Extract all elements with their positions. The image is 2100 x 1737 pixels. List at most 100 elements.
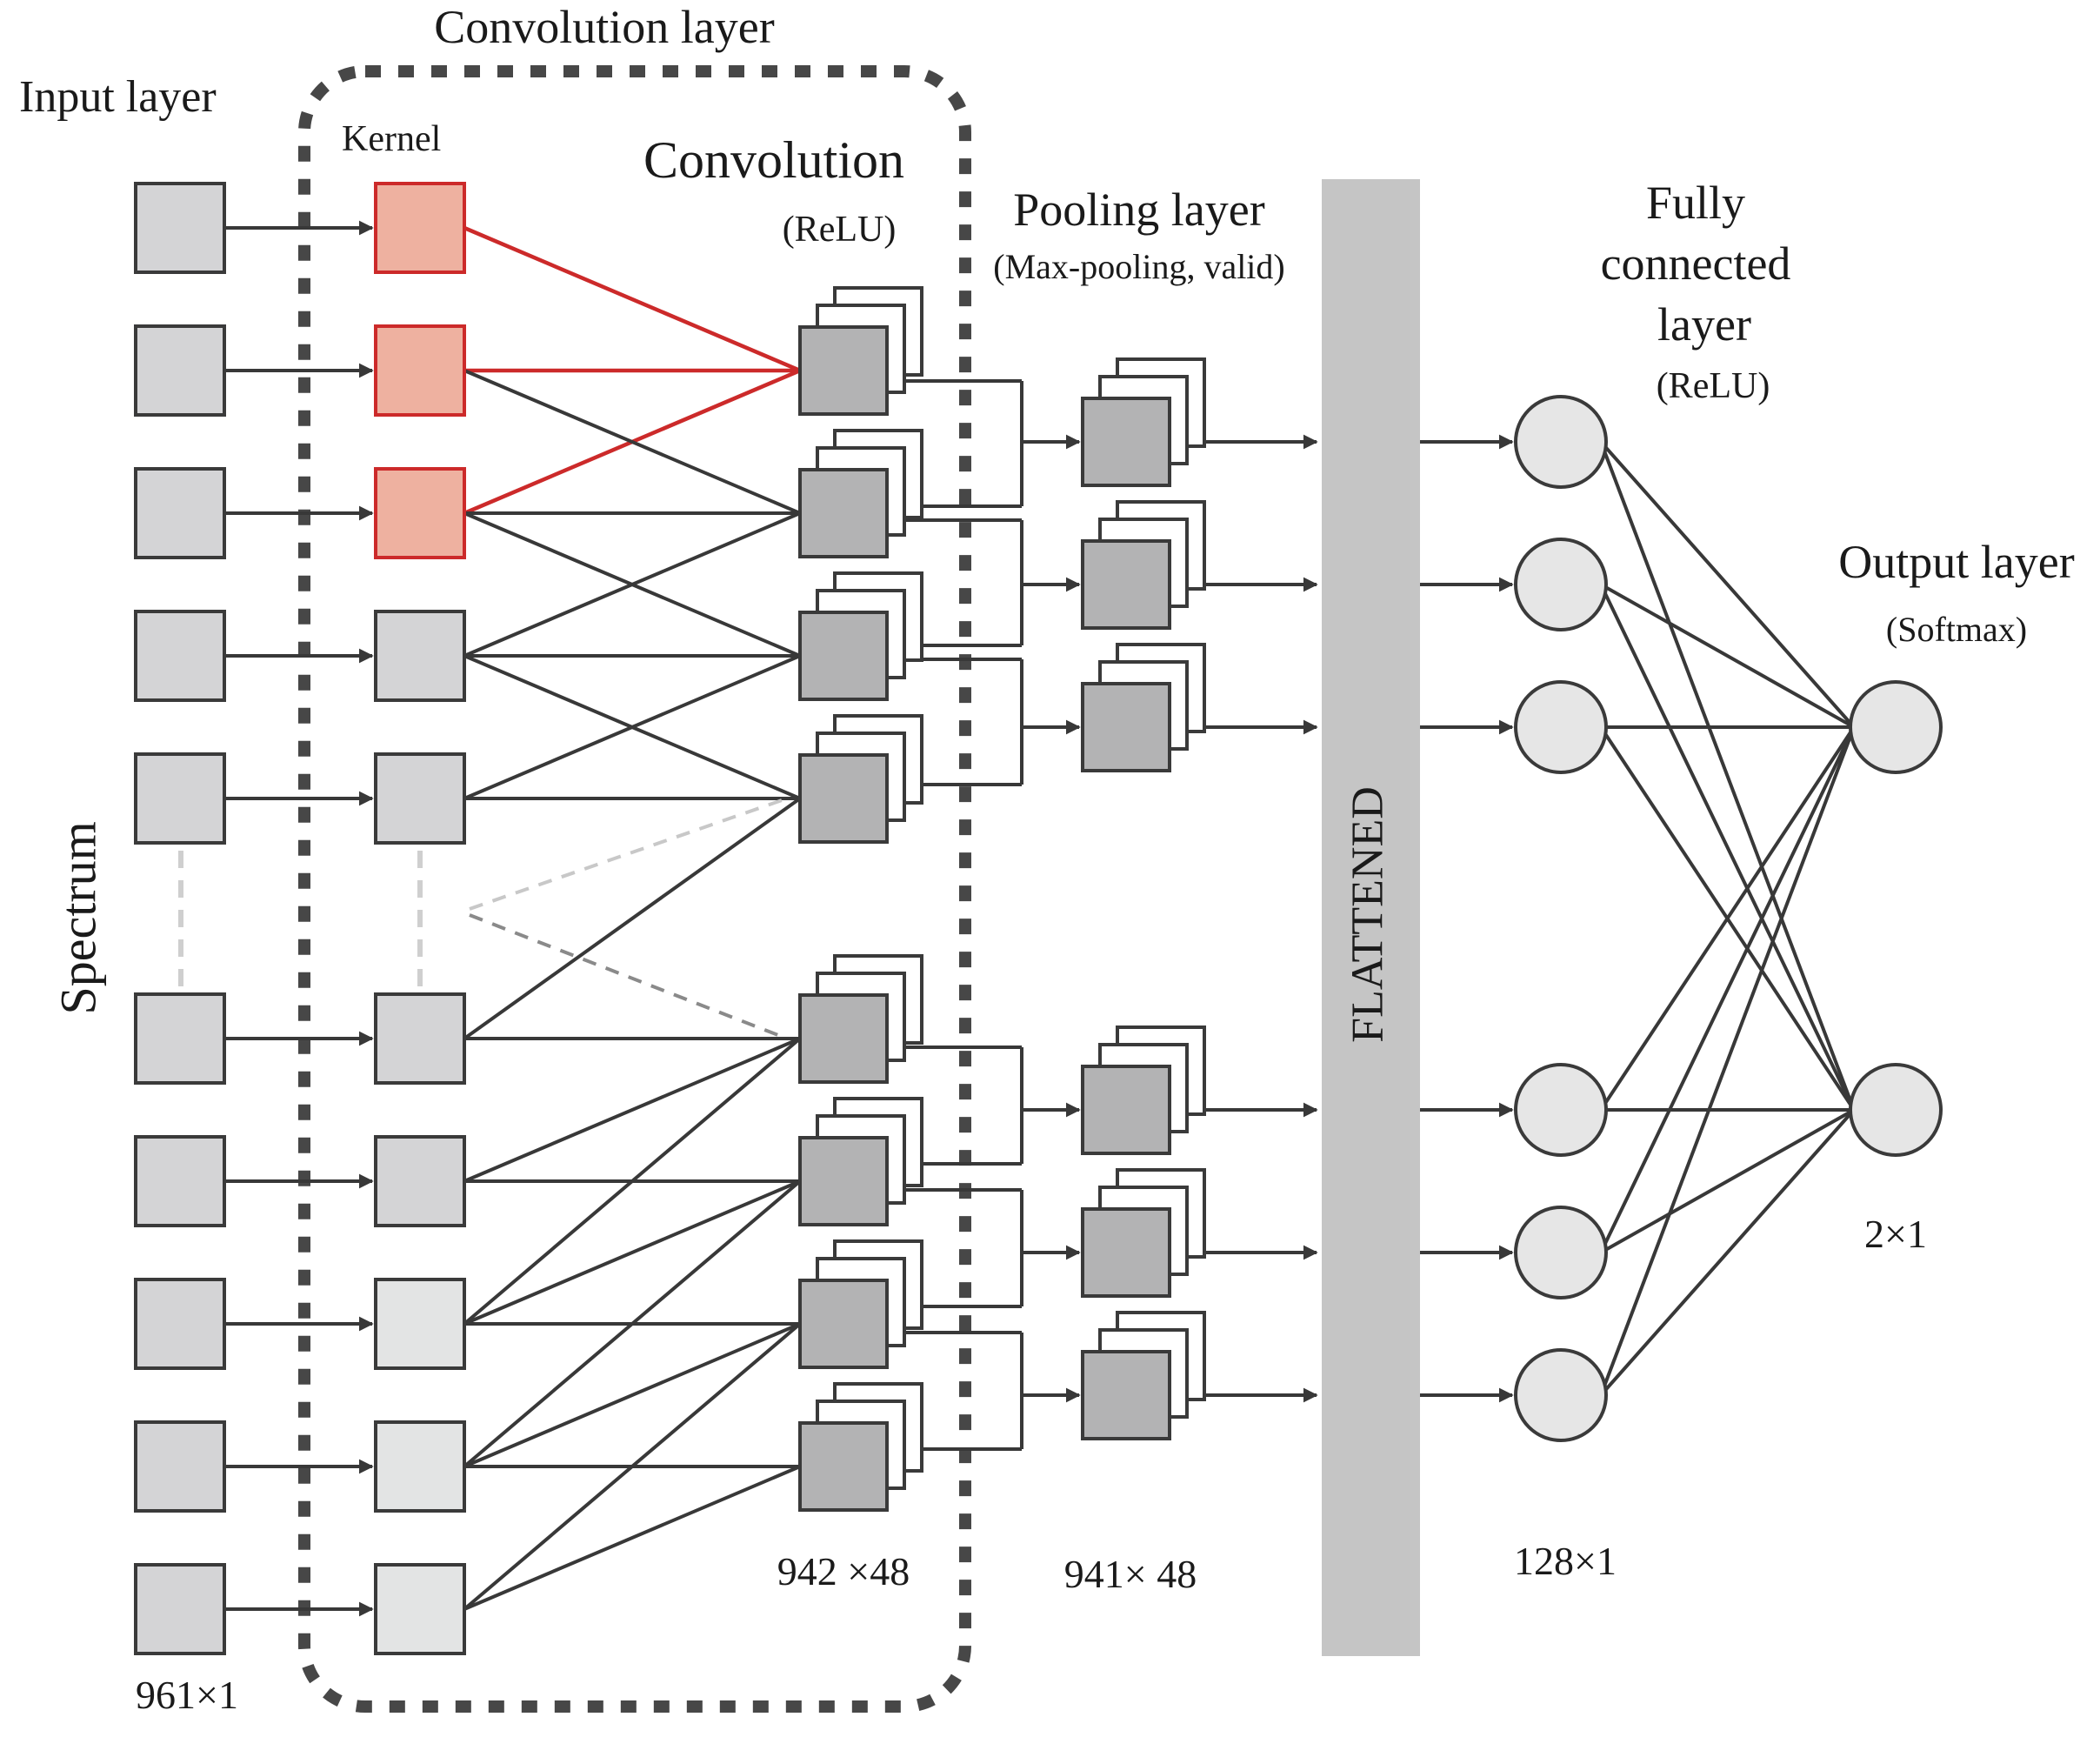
kernel-to-conv-connection	[463, 1322, 801, 1468]
input-node	[134, 752, 226, 845]
pooling-detail-label: (Max-pooling, valid)	[993, 247, 1285, 286]
feature-map-front	[798, 1136, 889, 1226]
kernel-node-highlighted	[374, 324, 466, 417]
pooling-feature-map	[1081, 643, 1206, 772]
ellipsis-connection-dashed	[469, 913, 788, 1040]
pooling-feature-map	[1081, 357, 1206, 487]
connections-layer	[224, 220, 1856, 1617]
kernel-node-highlighted	[374, 467, 466, 559]
convolution-dimension-label: 942 ×48	[777, 1549, 910, 1593]
ellipsis-connection-dashed	[469, 797, 788, 911]
kernel-to-conv-connection	[463, 1465, 801, 1611]
dense-to-output-connection	[1599, 726, 1856, 1396]
input-node	[134, 1420, 226, 1513]
fully-connected-title-line2: connected	[1600, 237, 1791, 290]
convolution-feature-map	[798, 571, 923, 701]
input-node	[134, 992, 226, 1085]
fully-connected-title-line3: layer	[1657, 298, 1751, 351]
fully-connected-dimension-label: 128×1	[1514, 1539, 1617, 1583]
convolution-layer-title: Convolution layer	[434, 1, 775, 53]
convolution-title: Convolution	[643, 131, 905, 189]
fully-connected-node	[1514, 1063, 1608, 1157]
input-node	[134, 1135, 226, 1227]
convolution-feature-map	[798, 1097, 923, 1226]
pooling-feature-map	[1081, 1168, 1206, 1298]
convolution-feature-map	[798, 1239, 923, 1369]
input-node	[134, 1278, 226, 1370]
feature-map-front	[1081, 1065, 1171, 1155]
background-layer	[178, 65, 1420, 1713]
fully-connected-node	[1514, 1348, 1608, 1442]
fully-connected-activation-label: (ReLU)	[1656, 366, 1770, 406]
convolution-feature-map	[798, 286, 923, 416]
spectrum-label: Spectrum	[50, 821, 107, 1015]
pooling-feature-map	[1081, 1311, 1206, 1440]
convolution-feature-map	[798, 954, 923, 1084]
kernel-node	[374, 1135, 466, 1227]
feature-map-front	[798, 993, 889, 1084]
fully-connected-node	[1514, 395, 1608, 489]
pooling-feature-map	[1081, 500, 1206, 630]
flattened-label: FLATTENED	[1343, 786, 1393, 1043]
input-layer-title: Input layer	[19, 72, 217, 122]
feature-map-front	[798, 1279, 889, 1369]
dense-to-output-connection	[1599, 440, 1856, 729]
kernel-to-conv-connection	[463, 654, 801, 800]
dense-to-output-connection	[1600, 583, 1855, 729]
output-node	[1849, 1063, 1943, 1157]
kernel-node	[374, 752, 466, 845]
feature-map-front	[1081, 1207, 1171, 1298]
kernel-to-conv-connection	[463, 369, 801, 515]
kernel-node	[374, 1420, 466, 1513]
dense-to-output-connection	[1599, 584, 1856, 1111]
convolution-feature-map	[798, 1382, 923, 1512]
fully-connected-node	[1514, 538, 1608, 631]
flatten-bar	[1322, 179, 1420, 1656]
dense-to-output-connection	[1599, 441, 1856, 1111]
convolution-feature-map	[798, 714, 923, 844]
dense-to-output-connection	[1599, 726, 1856, 1253]
input-node	[134, 610, 226, 702]
kernel-to-conv-connection	[463, 511, 801, 658]
feature-map-front	[1081, 397, 1171, 487]
pooling-feature-map	[1081, 1025, 1206, 1155]
kernel-to-conv-connection	[463, 1179, 801, 1326]
fully-connected-title-line1: Fully	[1645, 177, 1746, 229]
feature-map-front	[1081, 1350, 1171, 1440]
kernel-to-conv-connection	[463, 1037, 801, 1183]
dense-to-output-connection	[1599, 725, 1856, 1112]
kernel-to-conv-connection	[463, 797, 802, 1040]
input-node	[134, 182, 226, 274]
feature-map-front	[798, 468, 889, 558]
feature-map-front	[798, 753, 889, 844]
feature-map-front	[798, 611, 889, 701]
kernel-node	[374, 1563, 466, 1655]
dense-to-output-connection	[1600, 1108, 1855, 1254]
kernel-highlight-connection	[463, 225, 801, 373]
kernel-node	[374, 610, 466, 702]
kernel-node	[374, 1278, 466, 1370]
feature-map-front	[1081, 539, 1171, 630]
output-activation-label: (Softmax)	[1885, 610, 2028, 649]
feature-map-front	[798, 1421, 889, 1512]
input-node	[134, 324, 226, 417]
feature-map-front	[1081, 682, 1171, 772]
convolution-activation-label: (ReLU)	[782, 210, 897, 250]
output-layer-title: Output layer	[1838, 536, 2075, 588]
convolution-feature-map	[798, 429, 923, 558]
dense-to-output-connection	[1599, 1108, 1856, 1397]
input-node	[134, 467, 226, 559]
output-dimension-label: 2×1	[1864, 1212, 1927, 1256]
kernel-node	[374, 992, 466, 1085]
nodes-layer	[134, 182, 1943, 1655]
fully-connected-node	[1514, 680, 1608, 774]
kernel-node-highlighted	[374, 182, 466, 274]
feature-map-front	[798, 325, 889, 416]
pooling-dimension-label: 941× 48	[1063, 1552, 1197, 1596]
kernel-label: Kernel	[342, 119, 442, 159]
input-dimension-label: 961×1	[136, 1673, 238, 1717]
fully-connected-node	[1514, 1206, 1608, 1299]
output-node	[1849, 680, 1943, 774]
input-node	[134, 1563, 226, 1655]
